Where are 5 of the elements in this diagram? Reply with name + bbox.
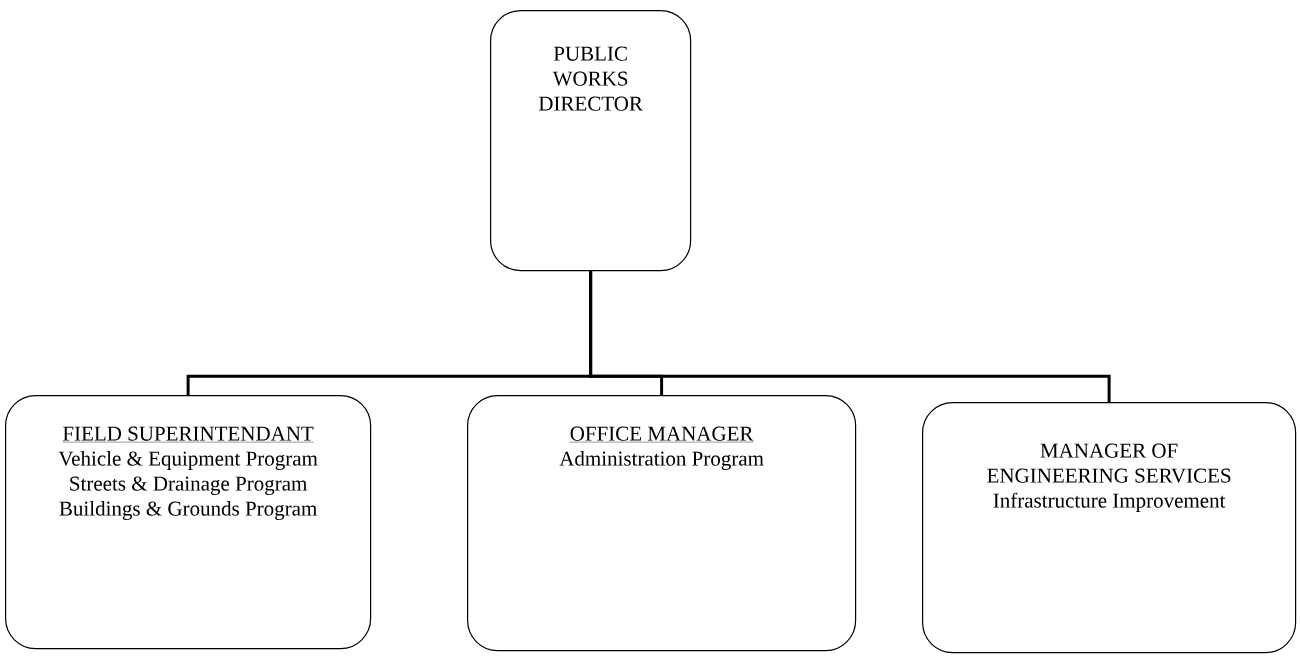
position-box: OFFICE MANAGER Administration Program bbox=[467, 395, 857, 652]
position-box: PUBLIC WORKS DIRECTOR bbox=[490, 10, 692, 272]
connector-line bbox=[589, 271, 1111, 402]
position-box: FIELD SUPERINTENDANT Vehicle & Equipment Program Streets & Drainage Program Buildings & Grounds Program bbox=[5, 395, 372, 650]
position-box: MANAGER OF ENGINEERING SERVICES Infrastructure Improvement bbox=[922, 402, 1297, 654]
